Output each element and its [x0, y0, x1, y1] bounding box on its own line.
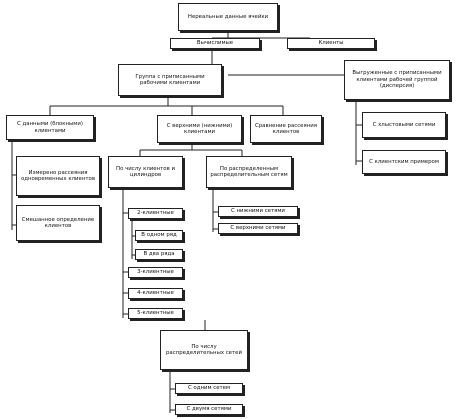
- type-2-node: С верхними сетями: [218, 223, 298, 234]
- right-sub-2-label: С клиентским примером: [369, 158, 439, 165]
- count-2-node: 2-клиентные: [128, 208, 183, 219]
- bottom-title-label: По числу распределительных сетей: [166, 343, 242, 356]
- branch-left-label: Вычислимые: [196, 40, 234, 47]
- root-label: Нереальные данные ячейки: [187, 13, 269, 20]
- count-4-label: 4-клиентные: [137, 290, 174, 297]
- right-sub-1-node: С хлыстовыми сетями: [362, 112, 446, 138]
- bottom-2-node: С двумя сетями: [175, 404, 243, 415]
- count-group-label: По числу клиентов и цилиндров: [116, 165, 175, 178]
- count-2-label: 2-клиентные: [137, 210, 174, 217]
- count-2b-node: В два ряда: [135, 249, 183, 260]
- bottom-2-label: С двумя сетями: [186, 406, 232, 413]
- group-right-node: Выгруженные с приписанными клиентами раб…: [344, 60, 450, 100]
- count-2a-label: В одном ряд: [141, 232, 177, 239]
- right-sub-1-label: С хлыстовыми сетями: [372, 121, 436, 128]
- type-group-label: По распределенным распределительным сетя…: [210, 165, 288, 178]
- right-sub-2-node: С клиентским примером: [362, 150, 446, 174]
- count-4-node: 4-клиентные: [128, 288, 183, 299]
- group-left-node: Группа с приписанными рабочими клиентами: [118, 64, 222, 96]
- count-2b-label: В два ряда: [143, 251, 175, 258]
- group-left-label: Группа с приписанными рабочими клиентами: [135, 73, 205, 86]
- column-1-sub-1-label: Измерено рассеяния одновременных клиенто…: [20, 169, 96, 182]
- branch-left-node: Вычислимые: [170, 38, 260, 49]
- count-3-label: 3-клиентные: [137, 269, 174, 276]
- type-1-label: С нижними сетями: [231, 208, 285, 215]
- count-5-label: 5-клиентные: [137, 310, 174, 317]
- type-1-node: С нижними сетями: [218, 206, 298, 217]
- column-3-node: Сравнение рассеяния клиентов: [250, 115, 322, 143]
- column-1-node: С данными (блокными) клиентами: [6, 115, 94, 140]
- count-2a-node: В одном ряд: [135, 230, 183, 241]
- column-2-label: С верхними (нижними) клиентами: [166, 122, 233, 135]
- branch-right-node: Клиенты: [287, 38, 375, 49]
- bottom-title-node: По числу распределительных сетей: [160, 330, 248, 370]
- branch-right-label: Клиенты: [318, 40, 344, 47]
- bottom-1-label: С одним сетем: [187, 385, 231, 392]
- count-3-node: 3-клиентные: [128, 267, 183, 278]
- column-2-node: С верхними (нижними) клиентами: [157, 115, 242, 143]
- bottom-1-node: С одним сетем: [175, 383, 243, 394]
- type-2-label: С верхними сетями: [230, 225, 286, 232]
- type-group-node: По распределенным распределительным сетя…: [206, 156, 292, 188]
- count-group-node: По числу клиентов и цилиндров: [108, 156, 183, 188]
- root-node: Нереальные данные ячейки: [178, 3, 278, 31]
- column-1-label: С данными (блокными) клиентами: [17, 121, 83, 134]
- group-right-label: Выгруженные с приписанными клиентами раб…: [352, 70, 442, 90]
- column-3-label: Сравнение рассеяния клиентов: [254, 122, 318, 135]
- count-5-node: 5-клиентные: [128, 308, 183, 319]
- column-1-sub-2-label: Смешанное определение клиентов: [21, 216, 95, 229]
- column-1-sub-2: Смешанное определение клиентов: [16, 205, 100, 241]
- column-1-sub-1: Измерено рассеяния одновременных клиенто…: [16, 156, 100, 196]
